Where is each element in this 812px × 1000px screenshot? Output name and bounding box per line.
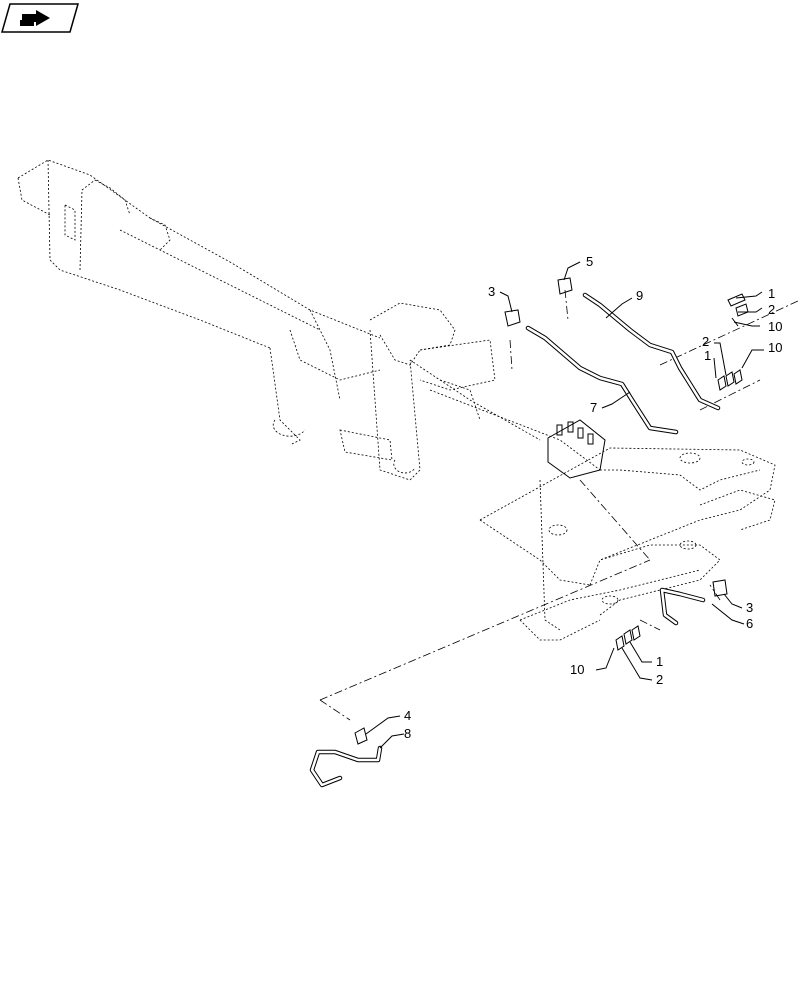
assembly-centerlines bbox=[319, 289, 801, 721]
callout-1-bottom: 1 bbox=[656, 654, 663, 669]
hydraulic-tube-8 bbox=[309, 745, 383, 788]
rear-frame-platform bbox=[479, 447, 776, 641]
callout-labels: 1 2 10 2 1 10 3 5 9 7 3 6 10 1 2 4 8 bbox=[404, 254, 782, 741]
callout-2-bottom: 2 bbox=[656, 672, 663, 687]
callout-1-mid: 1 bbox=[704, 348, 711, 363]
page-nav-arrow-icon[interactable] bbox=[1, 3, 79, 33]
frame-tongue-beam bbox=[17, 159, 381, 446]
callout-10-top: 10 bbox=[768, 319, 782, 334]
fitting-4 bbox=[354, 727, 368, 745]
clamp-group-mid-right bbox=[717, 369, 743, 391]
hydraulic-tube-7 bbox=[525, 325, 679, 435]
clamp-group-bottom bbox=[615, 625, 641, 651]
center-pivot-assembly bbox=[339, 302, 601, 481]
callout-1-top: 1 bbox=[768, 286, 775, 301]
callout-4: 4 bbox=[404, 708, 411, 723]
hydraulic-tube-6 bbox=[659, 587, 706, 626]
fitting-3-bottom bbox=[712, 579, 728, 597]
callout-8: 8 bbox=[404, 726, 411, 741]
hydraulic-tube-9 bbox=[582, 292, 721, 411]
callout-leaders bbox=[365, 261, 764, 749]
callout-7: 7 bbox=[590, 400, 597, 415]
callout-3-lower: 3 bbox=[746, 600, 753, 615]
clamp-group-top-right bbox=[727, 293, 749, 327]
callout-9: 9 bbox=[636, 288, 643, 303]
callout-2-mid: 2 bbox=[702, 334, 709, 349]
callout-2-top: 2 bbox=[768, 302, 775, 317]
fitting-3-top bbox=[504, 309, 521, 327]
hydraulic-valve-block bbox=[547, 419, 606, 479]
callout-10-mid: 10 bbox=[768, 340, 782, 355]
callout-5: 5 bbox=[586, 254, 593, 269]
fitting-5 bbox=[557, 277, 573, 295]
callout-10-bottom: 10 bbox=[570, 662, 584, 677]
callout-3-upper: 3 bbox=[488, 284, 495, 299]
callout-6: 6 bbox=[746, 616, 753, 631]
